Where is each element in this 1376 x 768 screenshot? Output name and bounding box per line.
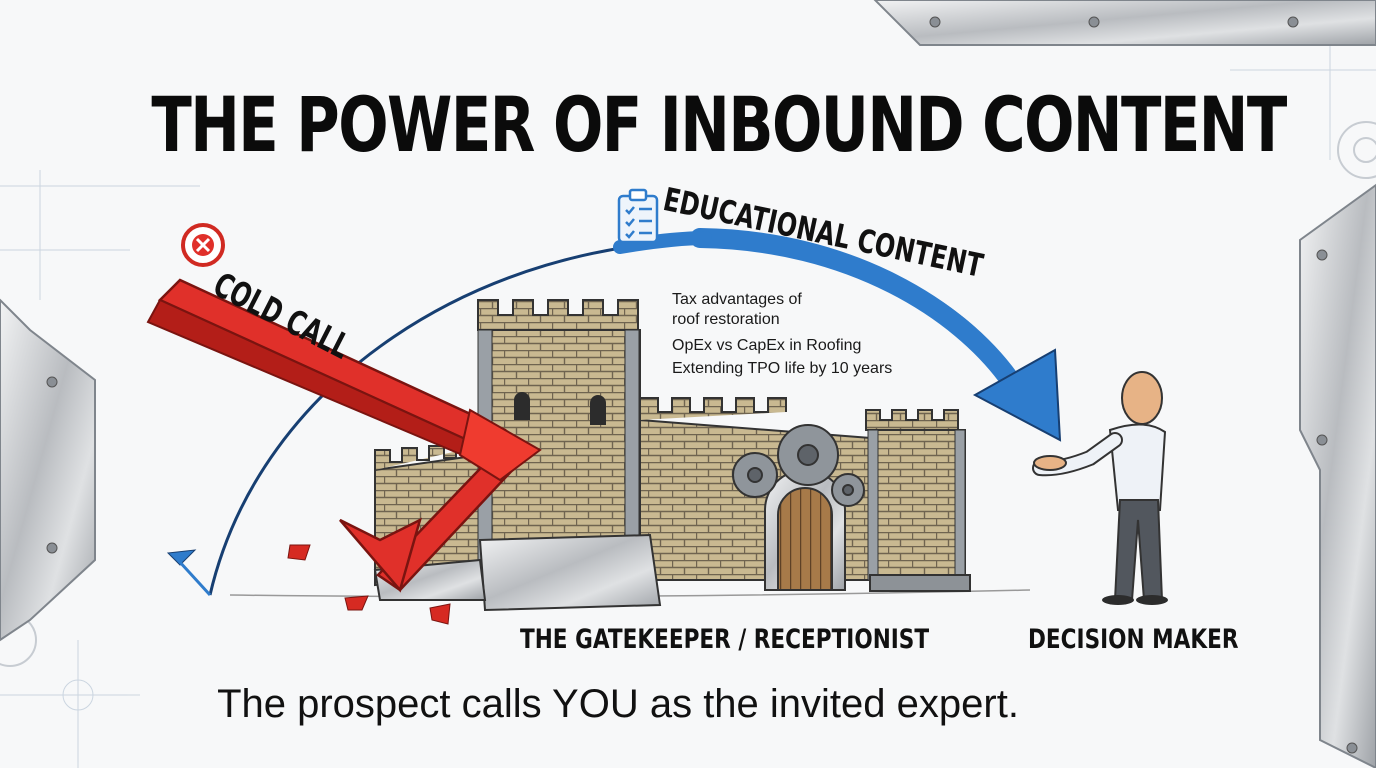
metal-plate-right xyxy=(1299,183,1376,768)
screw-icon xyxy=(929,16,941,28)
topic-item: Tax advantages of xyxy=(672,291,802,308)
decision-maker-label: DECISION MAKER xyxy=(1028,624,1239,655)
clipboard-checklist-icon xyxy=(617,188,659,244)
topic-item: OpEx vs CapEx in Roofing xyxy=(672,337,862,354)
screw-icon xyxy=(1316,434,1328,446)
topic-item: roof restoration xyxy=(672,311,780,328)
screw-icon xyxy=(1287,16,1299,28)
screw-icon xyxy=(1346,742,1358,754)
cross-circle-icon xyxy=(181,223,225,267)
educational-content-arrow xyxy=(166,228,1062,597)
page-title: THE POWER OF INBOUND CONTENT xyxy=(151,80,1287,169)
tagline: The prospect calls YOU as the invited ex… xyxy=(0,682,1376,727)
screw-icon xyxy=(46,376,58,388)
metal-plate-top-right xyxy=(873,0,1376,46)
screw-icon xyxy=(46,542,58,554)
screw-icon xyxy=(1088,16,1100,28)
metal-plate-left xyxy=(0,298,96,642)
tagline-text: The prospect calls YOU as the invited ex… xyxy=(217,682,1019,726)
cold-call-arrow xyxy=(146,278,542,625)
gear-icon xyxy=(732,424,865,507)
topic-item: Extending TPO life by 10 years xyxy=(672,360,893,377)
gatekeeper-label: THE GATEKEEPER / RECEPTIONIST xyxy=(520,624,930,655)
decision-maker-figure xyxy=(1032,371,1168,605)
screw-icon xyxy=(1316,249,1328,261)
